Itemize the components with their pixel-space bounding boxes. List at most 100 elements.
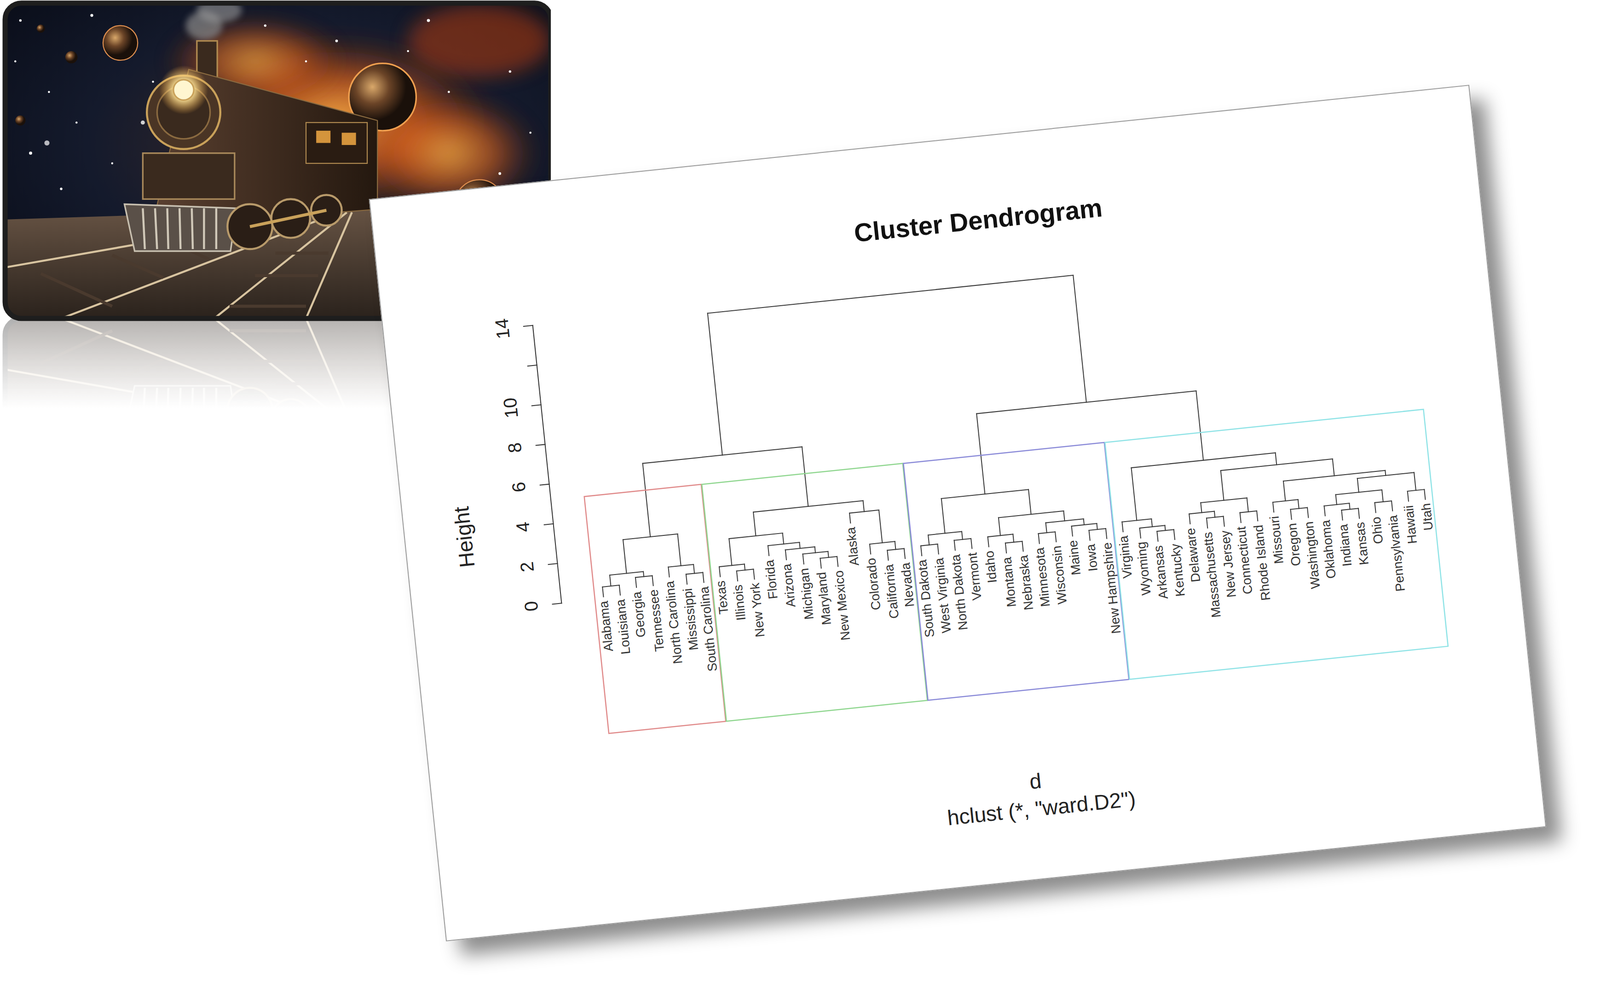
cluster-box	[701, 463, 928, 722]
dendrogram-branch	[719, 566, 721, 577]
axis-tick	[536, 444, 546, 445]
dendrogram-branch	[642, 463, 651, 537]
dendrogram-branch	[1151, 518, 1153, 527]
dendrogram-branch	[920, 545, 922, 556]
dendrogram-branch	[1298, 499, 1300, 509]
leaf-label: Missouri	[1266, 515, 1287, 565]
dendrogram-branch	[1173, 529, 1175, 540]
dendrogram-branch	[987, 536, 989, 547]
dendrogram-branch	[1088, 530, 1090, 541]
dendrogram-branch	[668, 566, 670, 578]
dendrogram-branch	[736, 570, 738, 581]
dendrogram-branch	[1189, 513, 1190, 524]
leaf-label: Hawaii	[1401, 504, 1421, 545]
dendrogram-branch	[802, 446, 809, 507]
leaf-label: Oregon	[1284, 522, 1305, 567]
dendrogram-branch	[1381, 489, 1384, 502]
dendrogram-branch	[1341, 509, 1343, 520]
dendrogram-branch	[619, 584, 621, 595]
leaf-label: New Mexico	[831, 569, 854, 641]
tick-label: 6	[507, 480, 530, 494]
dendrogram-branch	[782, 532, 784, 544]
leaf-label: Kansas	[1352, 521, 1372, 566]
dendrogram-branch	[1096, 523, 1098, 530]
dendrogram-branch	[753, 568, 755, 579]
dendrogram-branch	[1256, 510, 1258, 521]
dendrogram-branch	[928, 534, 930, 545]
dendrogram-branch	[1195, 390, 1204, 461]
dendrogram-branch	[1283, 480, 1286, 501]
dendrogram-branch	[1156, 531, 1158, 542]
dendrogram-branch	[1164, 525, 1166, 531]
dendrogram-branch	[1349, 502, 1350, 509]
leaf-label: Michigan	[797, 566, 818, 620]
dendrogram-branch	[799, 542, 800, 549]
dendrogram-branch	[1391, 500, 1393, 511]
dendrogram-branch	[1022, 541, 1023, 552]
dendrogram-branch	[1055, 531, 1057, 542]
dendrogram-branch	[887, 549, 889, 561]
leaf-label: Colorado	[863, 557, 884, 611]
dendrogram-branch	[1332, 458, 1335, 476]
tick-label: 8	[503, 441, 526, 454]
cluster-box	[584, 484, 727, 734]
dendrogram-branch	[1105, 528, 1107, 539]
leaf-label: Georgia	[629, 590, 649, 638]
dendrogram-branch	[1220, 470, 1225, 501]
dendrogram-branch	[820, 558, 821, 569]
dendrogram-branch	[1139, 527, 1141, 538]
leaf-label: Maryland	[814, 571, 835, 626]
dendrogram-branch	[677, 533, 682, 566]
dendrogram-branch	[702, 572, 704, 583]
dendrogram-branch	[1083, 518, 1085, 525]
dendrogram-branch	[753, 511, 756, 536]
chart-title: Cluster Dendrogram	[852, 192, 1104, 249]
axis-tick	[527, 364, 538, 366]
dendrogram-branch	[1407, 490, 1409, 502]
dendrogram-branch	[768, 545, 769, 556]
dendrogram-branch	[1374, 502, 1376, 513]
dendrogram-branch	[1272, 502, 1274, 513]
dendrogram-branch	[1005, 542, 1007, 554]
leaf-label: Florida	[762, 558, 781, 600]
dendrogram-branch	[976, 413, 985, 495]
leaf-label: Arizona	[779, 562, 799, 608]
cluster-box	[1104, 409, 1449, 679]
dendrogram-branch	[1223, 516, 1225, 527]
dendrogram-branch	[954, 540, 956, 551]
dendrogram-branch	[802, 554, 804, 565]
dendrogram-branch	[1214, 511, 1215, 518]
dendrogram-branch	[941, 498, 946, 533]
chart-panel: Cluster DendrogramHeight141086420Alabama…	[369, 84, 1547, 942]
leaf-label: Vermont	[964, 551, 985, 601]
dendrogram-branch	[1240, 512, 1242, 523]
axis-tick	[531, 404, 542, 406]
leaf-label: Maine	[1065, 539, 1085, 576]
leaf-label: Alaska	[843, 525, 863, 567]
dendrogram-branch	[693, 564, 695, 573]
dendrogram-branch	[707, 312, 723, 455]
dendrogram-branch	[1357, 478, 1359, 492]
dendrogram-branch	[1200, 502, 1202, 513]
dendrogram-branch	[998, 517, 1001, 536]
dendrogram-branch	[635, 577, 637, 588]
dendrogram-branch	[1028, 489, 1032, 515]
leaf-label: Montana	[999, 555, 1020, 608]
leaf-label: Texas	[713, 579, 732, 615]
axis-tick	[548, 563, 558, 565]
dendrogram-branch	[1073, 275, 1087, 403]
dendrogram-branch	[863, 500, 865, 512]
dendrogram-branch	[1045, 522, 1047, 533]
dendrogram-branch	[1414, 472, 1416, 491]
dendrogram-branch	[1358, 508, 1360, 519]
leaf-label: Arkansas	[1150, 544, 1172, 600]
dendrogram-branch	[937, 543, 939, 555]
dendrogram-branch	[1307, 507, 1309, 518]
tick-label: 14	[490, 317, 514, 340]
dendrogram-branch	[602, 586, 604, 597]
dendrogram-branch	[1324, 505, 1326, 516]
dendrogram-branch	[814, 546, 816, 553]
dendrogram-branch	[1038, 533, 1040, 544]
dendrogram-branch	[785, 549, 787, 560]
dendrogram-branch	[837, 556, 838, 567]
